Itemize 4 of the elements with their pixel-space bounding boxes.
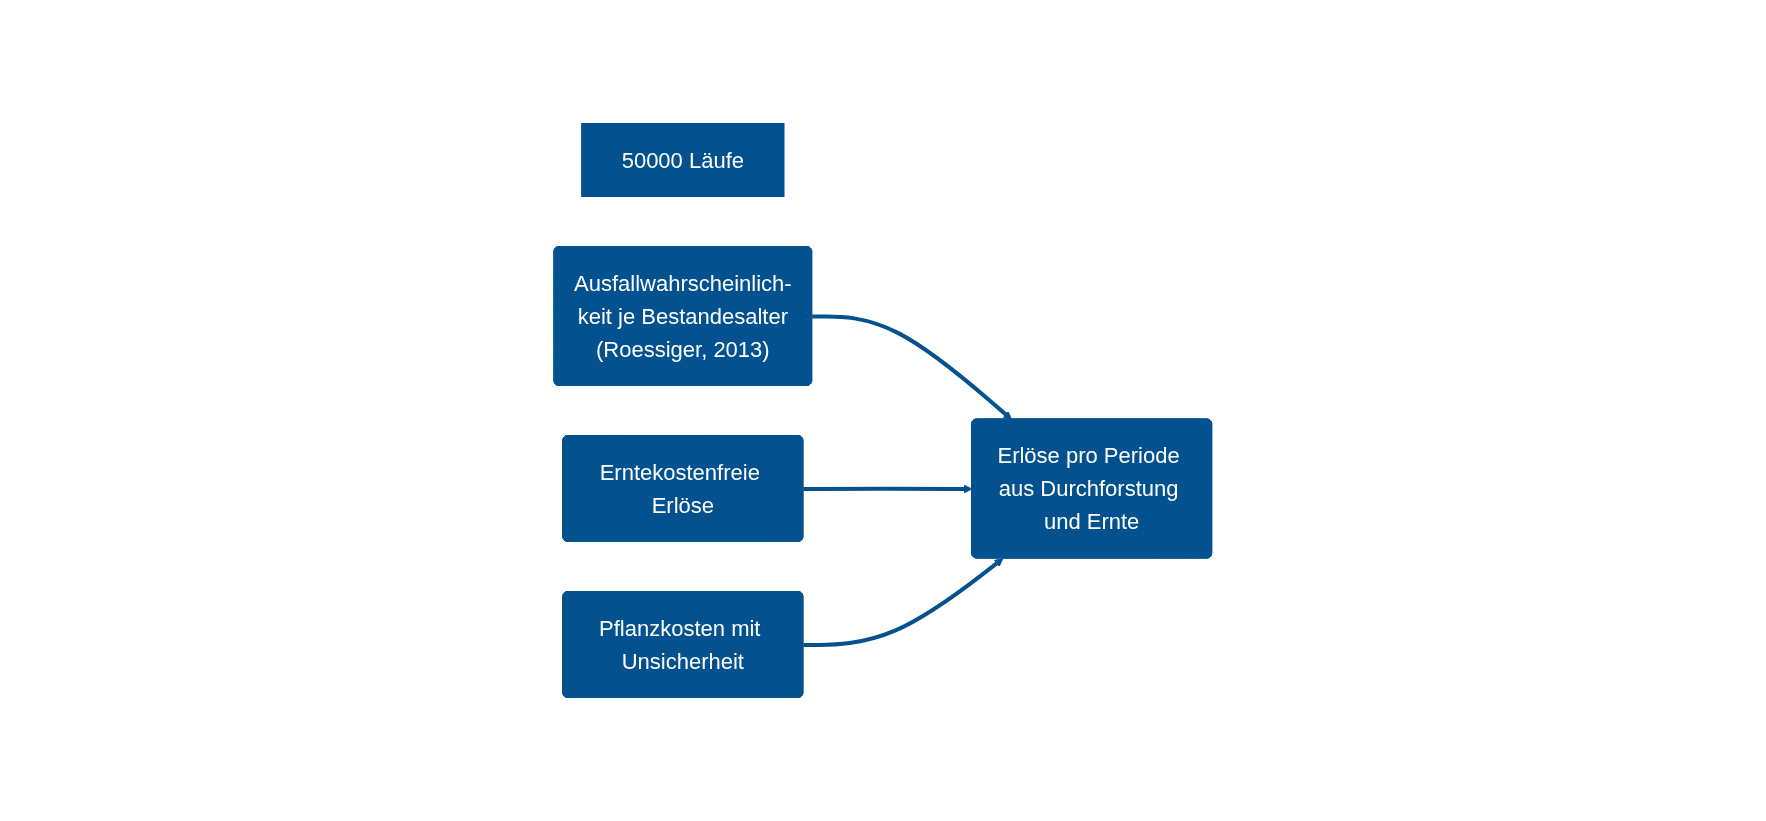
arrow <box>803 484 973 494</box>
arrow <box>812 314 1013 420</box>
arrow <box>803 558 1004 647</box>
node-box: 50000 Läufe <box>581 123 785 197</box>
